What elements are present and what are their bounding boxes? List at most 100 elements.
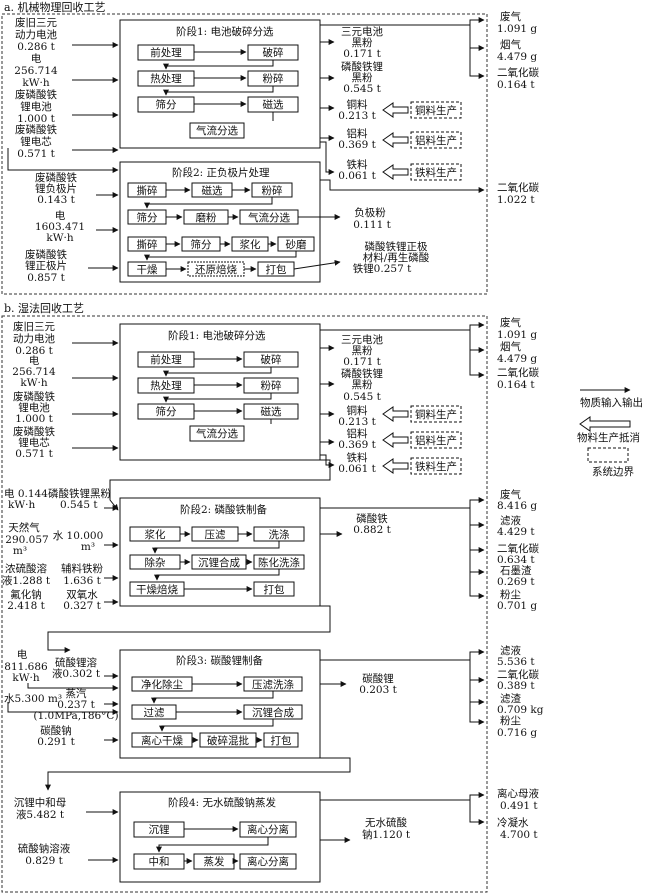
b-s2-step-1: 压滤	[205, 528, 226, 541]
b-s3-step-2: 过滤	[144, 706, 165, 719]
section-b-title: b. 湿法回收工艺	[4, 301, 84, 315]
b-stage1-steps: 前处理 破碎 热处理 粉碎 筛分 磁选 气流分选	[137, 351, 299, 442]
b-avoided-2: 铁料生产	[415, 460, 457, 473]
b-stage4-box	[119, 791, 321, 883]
b-s4-step-4: 离心分离	[247, 855, 289, 868]
a-s1-step-0: 前处理	[150, 46, 182, 59]
b-s1-step-6: 气流分选	[196, 427, 238, 440]
b-s3-step-6: 打包	[271, 734, 292, 747]
section-b-boundary	[1, 315, 488, 893]
b-s3-emission-arrows	[320, 649, 485, 725]
a-stage2-flow	[144, 187, 341, 272]
a-s2-step-4: 磨粉	[196, 211, 217, 224]
a-avoided-1: 铝料生产	[415, 134, 457, 147]
a-s2-step-5: 气流分选	[248, 211, 290, 224]
b-input-arrows	[72, 340, 119, 451]
b-avoided: 铜料生产 铝料生产 铁料生产	[382, 405, 462, 475]
b-stage1-flow	[163, 356, 272, 424]
b-stage4-flow	[156, 826, 269, 864]
section-a-title: a. 机械物理回收工艺	[4, 0, 106, 14]
legend-arrow-hollow	[579, 416, 631, 432]
b-stage4-input-arrows	[45, 757, 351, 863]
b-stage3-steps: 净化除尘 压滤洗涤 过滤 沉锂合成 离心干燥 破碎混批 打包	[131, 676, 303, 748]
a-s2-step-8: 浆化	[240, 238, 261, 251]
a-s1-step-6: 气流分选	[196, 124, 238, 137]
b-stage4-title: 阶段4: 无水硫酸钠蒸发	[168, 796, 277, 809]
b-stage2-flow	[152, 531, 280, 592]
legend-item-1: 物料生产抵消	[577, 431, 640, 444]
b-s3-step-3: 沉锂合成	[252, 706, 294, 719]
b-s1-step-5: 磁选	[261, 405, 282, 418]
b-stage1-title: 阶段1: 电池破碎分选	[168, 329, 266, 342]
b-s3-step-4: 离心干燥	[141, 734, 183, 747]
a-input-arrows	[72, 42, 119, 153]
b-s3-input-2: 水5.300 m³	[4, 693, 62, 705]
b-avoided-1: 铝料生产	[415, 434, 457, 447]
a-stage2-input-arrows	[7, 148, 119, 271]
a-s1-step-3: 粉碎	[263, 72, 284, 85]
b-s1-step-3: 粉碎	[261, 379, 282, 392]
b-s2-emission-arrows	[320, 497, 485, 599]
b-s1-emission-arrows	[320, 322, 485, 378]
a-s1-step-5: 磁选	[263, 98, 284, 111]
b-stage4-steps: 沉锂 离心分离 中和 蒸发 离心分离	[133, 821, 297, 870]
b-s4-step-3: 蒸发	[204, 855, 225, 868]
b-stage3-box	[119, 649, 321, 759]
b-s2-input-4: 浓硫酸溶液1.288 t	[2, 562, 51, 587]
a-emission-arrows	[320, 17, 485, 193]
b-s2-step-3: 除杂	[145, 556, 166, 569]
b-s1-step-1: 破碎	[261, 353, 282, 366]
a-avoided: 铜料生产 铝料生产 铁料生产	[382, 101, 462, 181]
b-avoided-0: 铜料生产	[415, 408, 457, 421]
b-stage2-box	[119, 497, 321, 607]
b-s4-output: 无水硫酸钠1.120 t	[362, 816, 411, 841]
b-s4-input-0: 沉锂中和母液5.482 t	[14, 796, 67, 821]
b-stage1-box	[119, 323, 321, 461]
a-stage1-out-arrows	[320, 39, 335, 175]
legend-dashed-box	[587, 447, 629, 463]
a-s2-step-9: 砂磨	[286, 238, 307, 251]
a-stage1-box	[119, 19, 321, 149]
a-s2-step-0: 撕碎	[137, 184, 158, 197]
legend: 物质输入输出 物料生产抵消 系统边界	[577, 387, 643, 478]
b-s2-step-7: 打包	[264, 583, 285, 596]
a-stage2-box	[119, 161, 321, 283]
b-stage2-title: 阶段2: 磷酸铁制备	[180, 503, 268, 516]
